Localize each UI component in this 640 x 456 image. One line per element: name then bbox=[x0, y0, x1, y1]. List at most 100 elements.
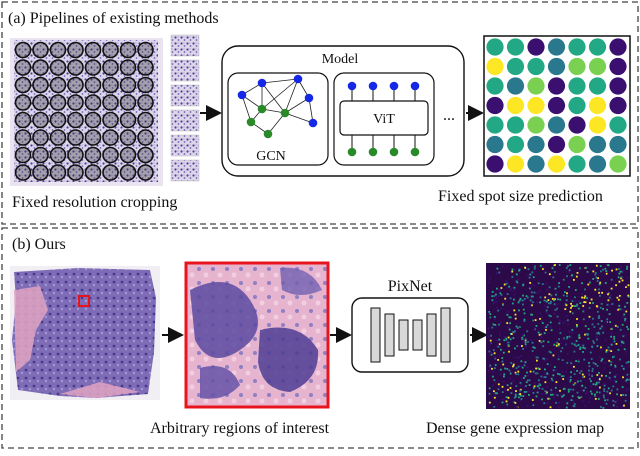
map-pixel bbox=[596, 332, 598, 335]
map-pixel bbox=[538, 368, 541, 370]
map-pixel bbox=[514, 393, 517, 396]
map-pixel bbox=[523, 391, 526, 393]
prediction-spot bbox=[527, 57, 545, 76]
map-pixel bbox=[608, 292, 610, 295]
map-pixel bbox=[508, 350, 510, 353]
map-pixel bbox=[514, 317, 517, 320]
spot-circle bbox=[67, 164, 84, 181]
map-pixel bbox=[600, 359, 603, 362]
map-pixel bbox=[561, 395, 563, 398]
spot-circle bbox=[137, 111, 154, 129]
map-pixel bbox=[622, 335, 625, 338]
map-pixel bbox=[487, 335, 490, 338]
map-pixel bbox=[547, 299, 550, 301]
map-pixel bbox=[586, 271, 589, 273]
map-pixel bbox=[512, 365, 514, 368]
map-pixel bbox=[523, 364, 526, 367]
prediction-spot bbox=[506, 135, 525, 154]
map-pixel bbox=[527, 341, 529, 343]
spot-circle bbox=[119, 76, 137, 94]
spot-circle bbox=[67, 94, 84, 111]
map-pixel bbox=[571, 312, 574, 315]
map-pixel bbox=[529, 282, 531, 284]
map-pixel bbox=[558, 338, 560, 341]
map-pixel bbox=[598, 283, 601, 286]
map-pixel bbox=[570, 362, 573, 365]
map-pixel bbox=[563, 338, 566, 341]
spot-circle bbox=[32, 94, 49, 111]
map-pixel bbox=[557, 355, 560, 358]
spot-circle bbox=[84, 41, 102, 59]
map-pixel bbox=[494, 395, 497, 397]
map-pixel bbox=[566, 362, 569, 364]
map-pixel bbox=[553, 299, 555, 302]
map-pixel bbox=[539, 289, 541, 292]
map-pixel bbox=[565, 315, 568, 317]
map-pixel bbox=[552, 354, 555, 357]
map-pixel bbox=[621, 365, 623, 367]
pixnet-layer bbox=[440, 307, 451, 363]
map-pixel bbox=[614, 364, 617, 367]
map-pixel bbox=[512, 337, 515, 339]
map-pixel bbox=[522, 333, 524, 336]
map-pixel bbox=[553, 264, 555, 267]
map-pixel bbox=[612, 404, 615, 407]
map-pixel bbox=[568, 331, 570, 333]
map-pixel bbox=[523, 320, 526, 322]
map-pixel bbox=[589, 397, 591, 399]
map-pixel bbox=[554, 369, 557, 371]
map-pixel bbox=[519, 355, 522, 357]
map-pixel bbox=[596, 381, 598, 384]
map-pixel bbox=[606, 318, 609, 321]
map-pixel bbox=[511, 268, 514, 271]
map-pixel bbox=[610, 350, 613, 352]
map-pixel bbox=[545, 392, 548, 395]
map-pixel bbox=[504, 367, 506, 370]
map-pixel bbox=[553, 271, 556, 273]
prediction-spot bbox=[506, 77, 525, 95]
spot-circle bbox=[67, 59, 84, 76]
map-pixel bbox=[531, 304, 533, 307]
spot-circle bbox=[84, 146, 102, 164]
map-pixel bbox=[489, 364, 492, 367]
map-pixel bbox=[588, 362, 590, 364]
map-pixel bbox=[611, 303, 614, 305]
vit-token-top bbox=[368, 81, 378, 91]
spot-circle bbox=[102, 94, 119, 111]
map-pixel bbox=[513, 401, 516, 403]
map-pixel bbox=[584, 404, 587, 407]
map-pixel bbox=[520, 394, 522, 397]
vit-token-top bbox=[347, 81, 357, 91]
map-pixel bbox=[507, 310, 510, 313]
map-pixel bbox=[575, 275, 578, 278]
map-pixel bbox=[519, 365, 522, 368]
map-pixel bbox=[489, 341, 492, 344]
map-pixel bbox=[509, 341, 511, 344]
map-pixel bbox=[536, 391, 539, 394]
map-pixel bbox=[592, 317, 594, 320]
map-pixel bbox=[529, 287, 531, 290]
map-pixel bbox=[548, 286, 551, 289]
prediction-spot bbox=[568, 57, 586, 76]
map-pixel bbox=[543, 332, 546, 335]
gcn-node-blue bbox=[237, 90, 247, 100]
spot-circle bbox=[49, 164, 67, 181]
map-pixel bbox=[532, 404, 535, 407]
map-pixel bbox=[509, 297, 512, 300]
map-pixel bbox=[584, 347, 586, 350]
map-pixel bbox=[562, 278, 565, 281]
map-pixel bbox=[551, 298, 554, 300]
map-pixel bbox=[619, 308, 622, 311]
map-pixel bbox=[506, 403, 509, 406]
map-pixel bbox=[522, 284, 524, 287]
map-pixel bbox=[499, 333, 501, 336]
map-pixel bbox=[604, 361, 606, 364]
map-pixel bbox=[489, 339, 492, 342]
map-pixel bbox=[576, 391, 579, 394]
map-pixel bbox=[497, 383, 500, 386]
cropped-tile bbox=[170, 59, 200, 82]
prediction-spot bbox=[588, 77, 607, 95]
map-pixel bbox=[619, 328, 622, 331]
map-pixel bbox=[533, 267, 536, 270]
map-pixel bbox=[593, 326, 596, 328]
